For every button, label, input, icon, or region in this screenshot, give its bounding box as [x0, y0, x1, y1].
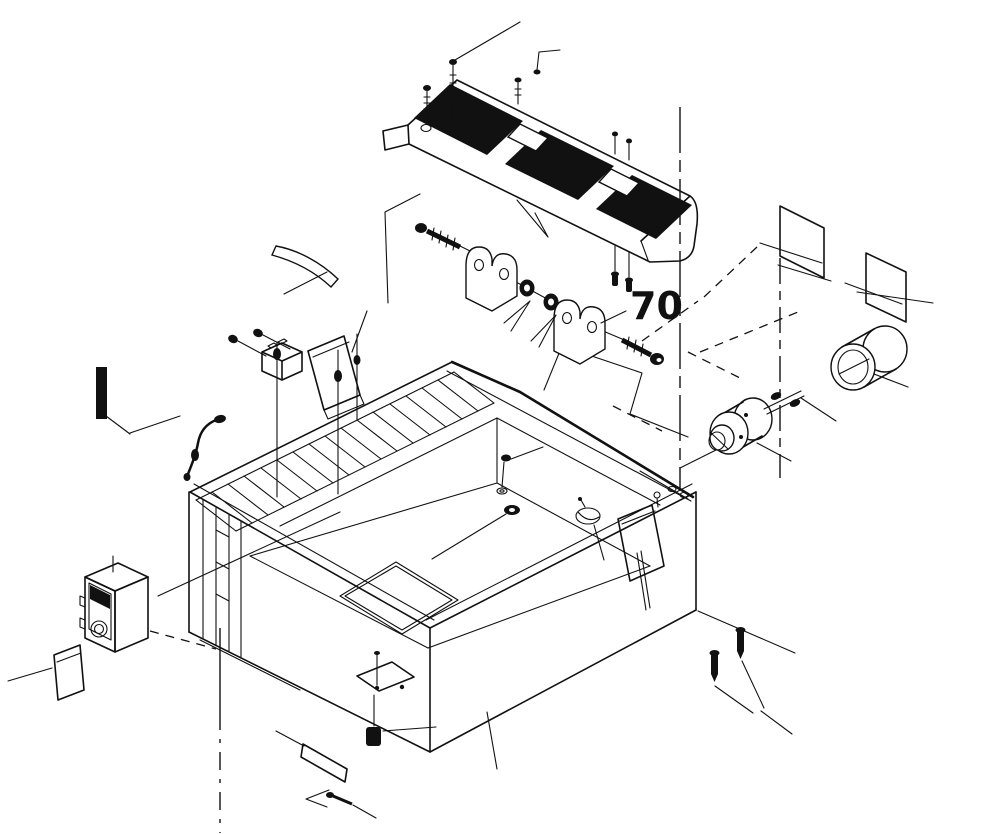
hex-bolt	[415, 223, 462, 251]
panel-plate	[865, 252, 907, 323]
collar-tube	[830, 325, 909, 391]
switch-bracket	[307, 335, 361, 411]
floor-recess	[339, 561, 459, 635]
alignment-axes	[219, 107, 799, 833]
strip-screw	[305, 789, 377, 819]
panel-plate	[779, 205, 825, 279]
rocker	[90, 585, 110, 609]
rear-screws	[697, 610, 796, 735]
switch-cover-plate	[7, 644, 85, 701]
trim-strip	[275, 730, 348, 783]
micro-switch-assembly	[228, 310, 368, 498]
switch-channel	[202, 498, 242, 658]
platen-lower-screws	[611, 245, 633, 292]
switch-body	[261, 342, 303, 381]
alignment-panels	[759, 205, 934, 323]
curve-arrow	[271, 245, 339, 295]
hex-bolt	[620, 336, 664, 365]
feet-hardware	[275, 610, 796, 819]
main-housing	[188, 345, 697, 770]
power-switch	[7, 511, 341, 701]
platen-assembly	[382, 21, 699, 304]
interior-washer	[431, 505, 520, 560]
spacer-bar	[96, 367, 131, 435]
rubber-foot	[366, 694, 437, 746]
foot-plate	[356, 651, 415, 692]
callout-70-label: 70	[630, 284, 683, 328]
cable-clamp	[575, 497, 605, 561]
platen-screws	[423, 21, 632, 161]
pivot-bracket	[553, 299, 606, 365]
abrasive-block	[414, 84, 523, 155]
vent-fins	[195, 371, 495, 532]
mount-bracket	[617, 491, 665, 611]
motor-unit	[679, 390, 837, 469]
interior-screw	[496, 446, 544, 495]
washer	[519, 279, 535, 297]
cable-lead	[129, 414, 226, 481]
washer	[543, 293, 559, 311]
pivot-bracket	[465, 246, 518, 312]
pivot-hardware-70: 70	[415, 223, 683, 365]
clamp-plate	[506, 123, 550, 152]
clamp-plate	[597, 168, 641, 197]
